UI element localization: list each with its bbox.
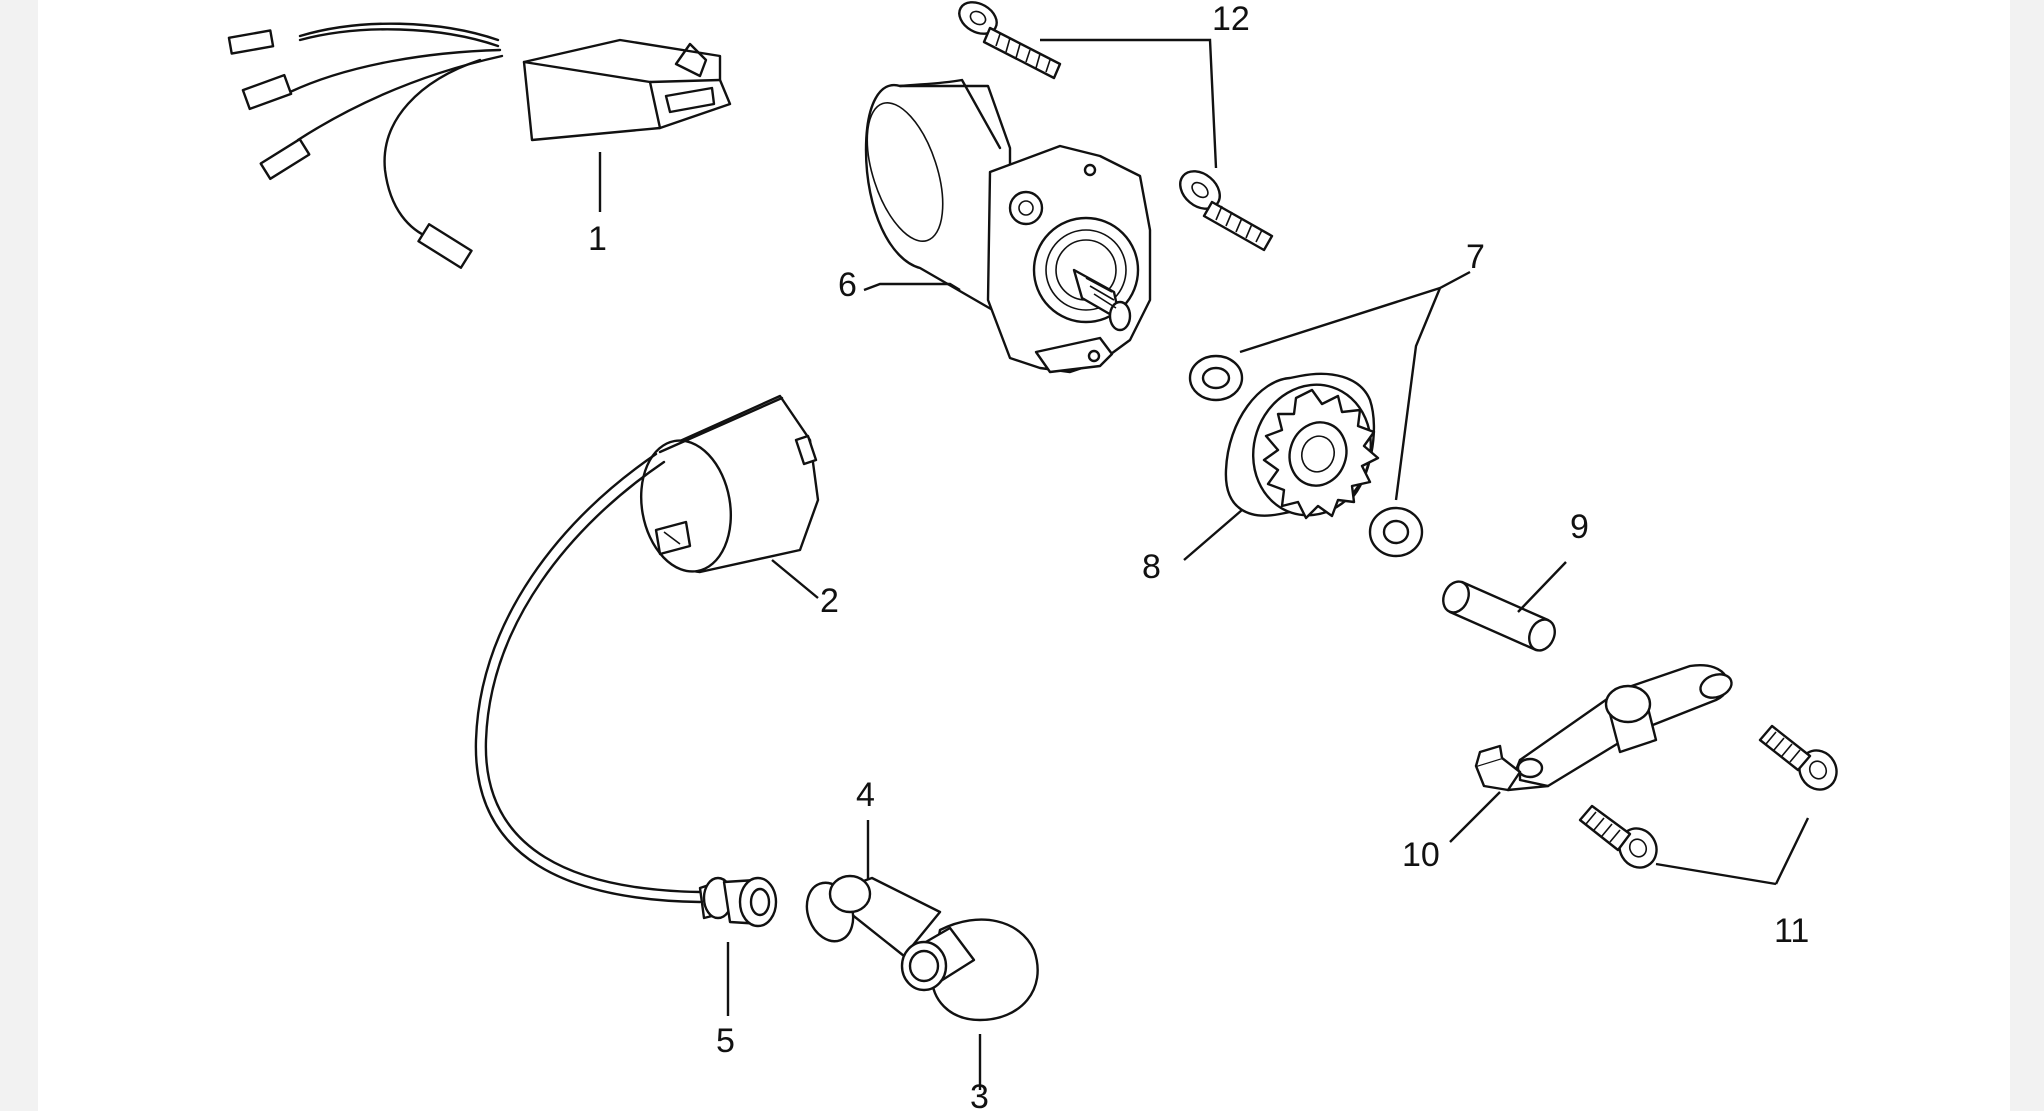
starter-gear-icon bbox=[1224, 372, 1380, 520]
callout-10: 10 bbox=[1402, 836, 1440, 874]
cap-sleeve-icon bbox=[805, 874, 942, 958]
callout-7: 7 bbox=[1466, 238, 1485, 276]
ht-lead bbox=[474, 452, 702, 904]
right-edge-strip bbox=[2010, 0, 2044, 1111]
washer-icon bbox=[1368, 506, 1424, 558]
callout-6: 6 bbox=[838, 266, 857, 304]
spark-plug-cap-icon bbox=[900, 918, 1039, 1022]
callout-9: 9 bbox=[1570, 508, 1589, 546]
callout-4: 4 bbox=[856, 776, 875, 814]
screw-icon bbox=[1179, 170, 1274, 252]
callout-12: 12 bbox=[1212, 0, 1250, 38]
callout-8: 8 bbox=[1142, 548, 1161, 586]
callout-5: 5 bbox=[716, 1022, 735, 1060]
screw-icon bbox=[1578, 804, 1658, 869]
screw-icon bbox=[1758, 724, 1838, 791]
callout-2: 2 bbox=[820, 582, 839, 620]
callout-3: 3 bbox=[970, 1078, 989, 1111]
washer-icon bbox=[1188, 354, 1244, 402]
callout-1: 1 bbox=[588, 220, 607, 258]
screw-icon bbox=[958, 1, 1062, 80]
callout-11: 11 bbox=[1774, 912, 1809, 950]
cable-grommet-icon bbox=[698, 876, 778, 928]
cdi-unit-with-wiring-icon bbox=[227, 22, 732, 269]
ignition-coil-icon bbox=[639, 394, 820, 574]
left-edge-strip bbox=[0, 0, 38, 1111]
leader-lines bbox=[598, 38, 1810, 1090]
starter-motor-icon bbox=[864, 78, 1152, 374]
bracket-plate-icon bbox=[1474, 664, 1733, 792]
pin-icon bbox=[1442, 580, 1556, 652]
